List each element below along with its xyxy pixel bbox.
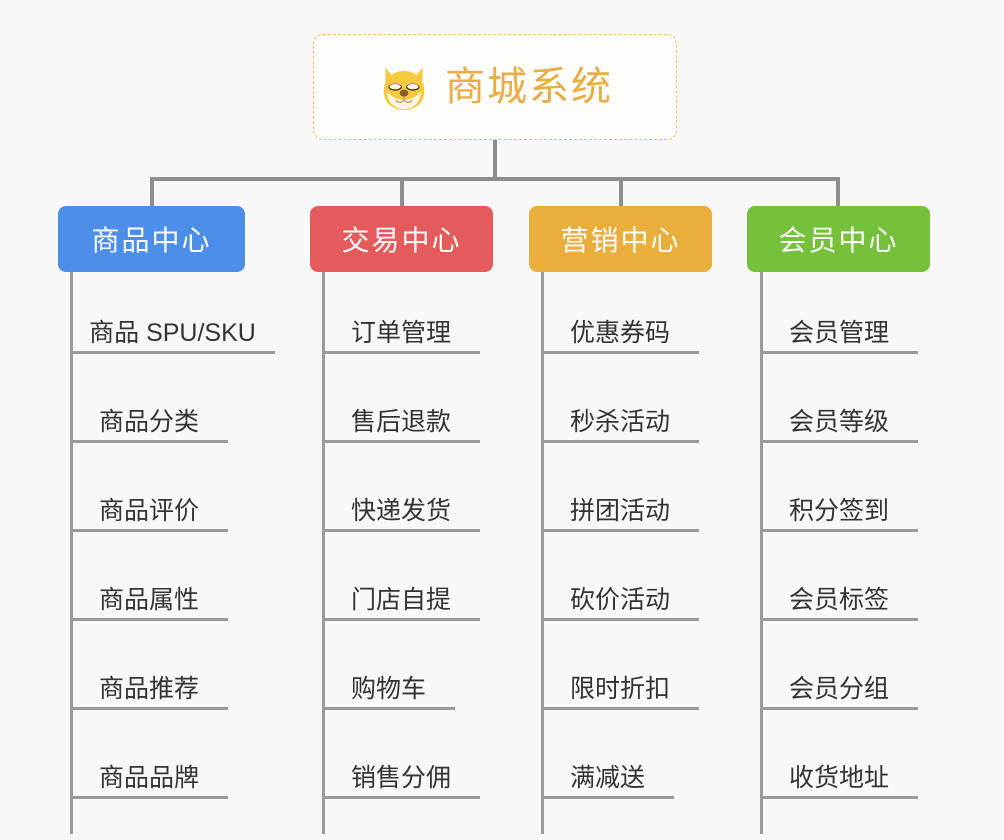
leaf-item[interactable]: 会员管理: [760, 265, 918, 354]
connector-horizontal-bar: [150, 177, 840, 181]
leaf-item[interactable]: 收货地址: [760, 710, 918, 799]
leaf-item[interactable]: 商品属性: [70, 532, 228, 621]
leaf-item[interactable]: 商品分类: [70, 354, 228, 443]
leaf-label: 收货地址: [788, 763, 889, 792]
leaf-label: 订单管理: [350, 318, 451, 347]
leaf-item[interactable]: 商品品牌: [70, 710, 228, 799]
leaf-item[interactable]: 售后退款: [322, 354, 480, 443]
leaf-label: 拼团活动: [569, 496, 670, 525]
leaf-label: 会员标签: [788, 585, 889, 614]
column-spine-2: [322, 272, 325, 834]
leaf-label: 会员管理: [788, 318, 889, 347]
leaf-label: 售后退款: [350, 407, 451, 436]
leaf-label: 门店自提: [350, 585, 451, 614]
leaf-label: 砍价活动: [569, 585, 670, 614]
leaf-item[interactable]: 购物车: [322, 621, 455, 710]
leaf-label: 商品分类: [98, 407, 199, 436]
leaf-label: 商品品牌: [98, 763, 199, 792]
leaf-label: 会员分组: [788, 674, 889, 703]
leaf-item[interactable]: 门店自提: [322, 532, 480, 621]
leaf-item[interactable]: 拼团活动: [541, 443, 699, 532]
leaf-item[interactable]: 销售分佣: [322, 710, 480, 799]
root-node[interactable]: 商城系统: [313, 34, 677, 140]
page-title: 商城系统: [445, 65, 613, 109]
column-spine-4: [760, 272, 763, 834]
leaf-label: 购物车: [350, 674, 426, 703]
leaf-item[interactable]: 限时折扣: [541, 621, 699, 710]
leaf-item[interactable]: 快递发货: [322, 443, 480, 532]
leaf-item[interactable]: 满减送: [541, 710, 674, 799]
connector-drop-3: [619, 177, 623, 206]
connector-drop-1: [150, 177, 154, 206]
category-header-2[interactable]: 交易中心: [310, 206, 493, 272]
category-header-3[interactable]: 营销中心: [529, 206, 712, 272]
connector-root-stem: [493, 140, 497, 179]
leaf-item[interactable]: 商品推荐: [70, 621, 228, 710]
category-header-4-label: 会员中心: [778, 225, 899, 256]
leaf-label: 商品属性: [98, 585, 199, 614]
connector-drop-4: [836, 177, 840, 206]
leaf-item[interactable]: 商品 SPU/SKU: [70, 265, 275, 354]
leaf-item[interactable]: 会员标签: [760, 532, 918, 621]
category-header-3-label: 营销中心: [560, 225, 681, 256]
category-header-1[interactable]: 商品中心: [58, 206, 245, 272]
leaf-item[interactable]: 订单管理: [322, 265, 480, 354]
category-header-2-label: 交易中心: [341, 225, 462, 256]
connector-drop-2: [400, 177, 404, 206]
leaf-label: 会员等级: [788, 407, 889, 436]
leaf-item[interactable]: 会员分组: [760, 621, 918, 710]
category-header-4[interactable]: 会员中心: [747, 206, 930, 272]
leaf-label: 销售分佣: [350, 763, 451, 792]
category-header-1-label: 商品中心: [91, 225, 212, 256]
leaf-item[interactable]: 优惠券码: [541, 265, 699, 354]
leaf-label: 满减送: [569, 763, 645, 792]
leaf-label: 商品评价: [98, 496, 199, 525]
leaf-label: 优惠券码: [569, 318, 670, 347]
leaf-label: 快递发货: [350, 496, 451, 525]
leaf-item[interactable]: 积分签到: [760, 443, 918, 532]
leaf-item[interactable]: 砍价活动: [541, 532, 699, 621]
leaf-label: 积分签到: [788, 496, 889, 525]
column-spine-3: [541, 272, 544, 834]
shiba-dog-face-icon: [377, 61, 431, 115]
leaf-item[interactable]: 会员等级: [760, 354, 918, 443]
leaf-label: 商品 SPU/SKU: [89, 318, 256, 347]
leaf-item[interactable]: 商品评价: [70, 443, 228, 532]
leaf-label: 限时折扣: [569, 674, 670, 703]
leaf-item[interactable]: 秒杀活动: [541, 354, 699, 443]
leaf-label: 秒杀活动: [569, 407, 670, 436]
column-spine-1: [70, 272, 73, 834]
leaf-label: 商品推荐: [98, 674, 199, 703]
